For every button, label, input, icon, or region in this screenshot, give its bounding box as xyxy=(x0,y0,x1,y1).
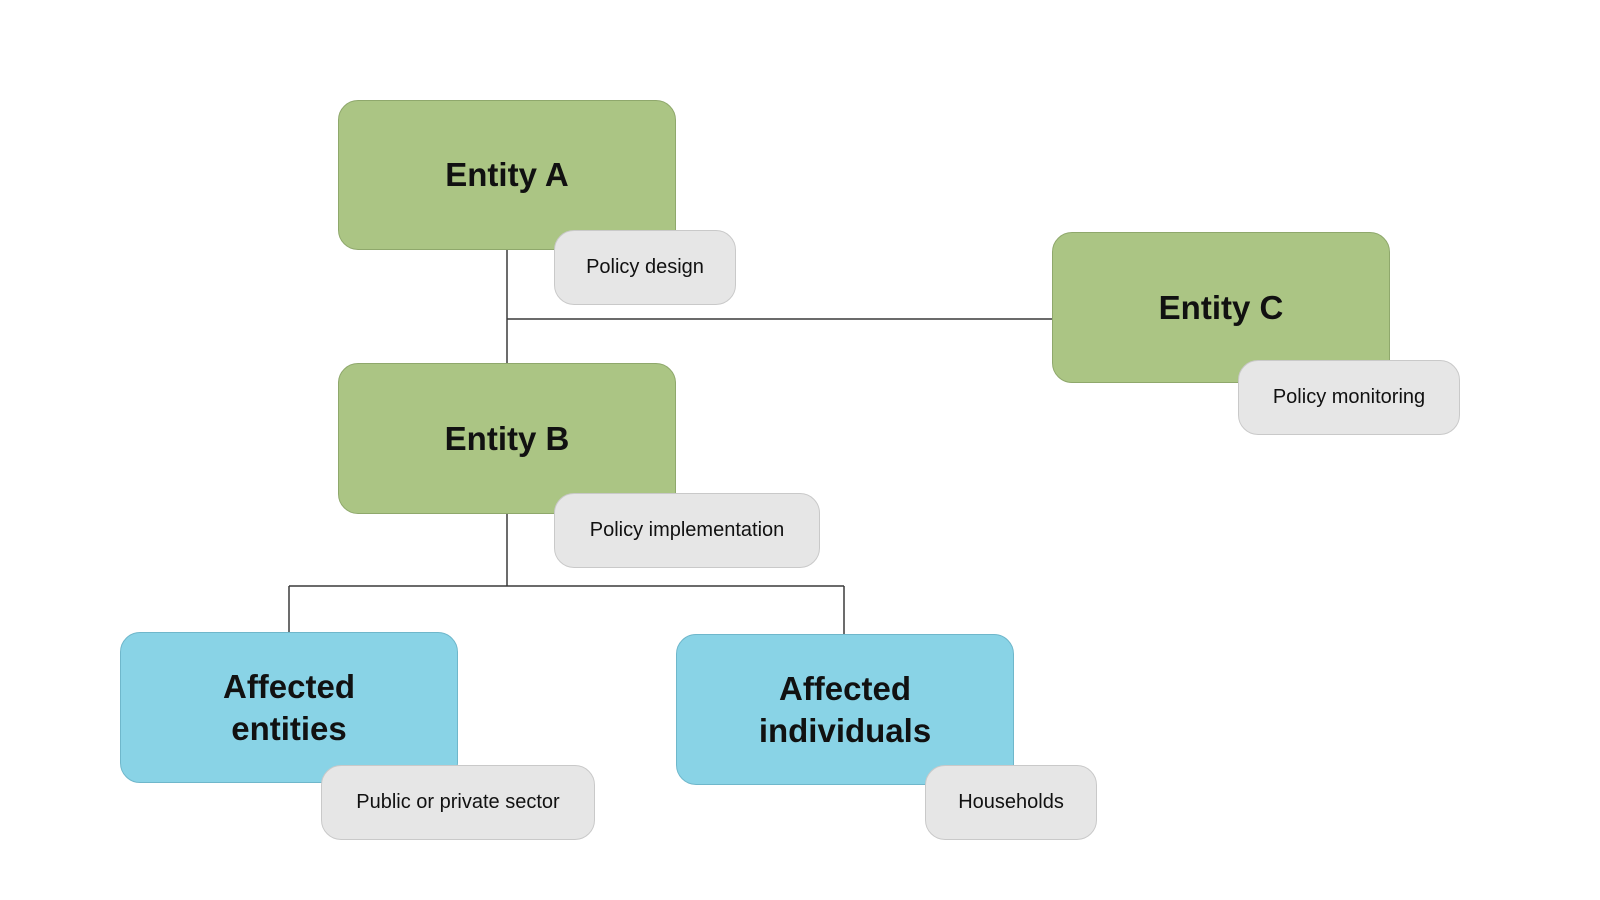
entity-b-label: Entity B xyxy=(444,419,570,457)
entity-a-role-tag: Policy design xyxy=(554,230,736,305)
entity-c-role-label: Policy monitoring xyxy=(1272,386,1426,408)
entity-a-box: Entity A xyxy=(338,100,676,250)
entity-b-box: Entity B xyxy=(338,363,676,514)
affected-individuals-box: Affected individuals xyxy=(676,634,1014,785)
entity-a-role-label: Policy design xyxy=(586,256,704,278)
affected-entities-box: Affected entities xyxy=(120,632,458,783)
affected-individuals-role-tag: Households xyxy=(925,765,1097,840)
entity-b-role-label: Policy implementation xyxy=(589,519,785,541)
entity-c-box: Entity C xyxy=(1052,232,1390,383)
affected-entities-role-label: Public or private sector xyxy=(356,791,560,813)
entity-c-label: Entity C xyxy=(1158,288,1284,326)
affected-individuals-label: Affected individuals xyxy=(758,670,932,749)
affected-entities-role-tag: Public or private sector xyxy=(321,765,595,840)
affected-entities-label: Affected entities xyxy=(222,668,356,747)
entity-a-label: Entity A xyxy=(445,156,569,194)
affected-individuals-role-label: Households xyxy=(958,791,1064,813)
entity-c-role-tag: Policy monitoring xyxy=(1238,360,1460,435)
entity-b-role-tag: Policy implementation xyxy=(554,493,820,568)
